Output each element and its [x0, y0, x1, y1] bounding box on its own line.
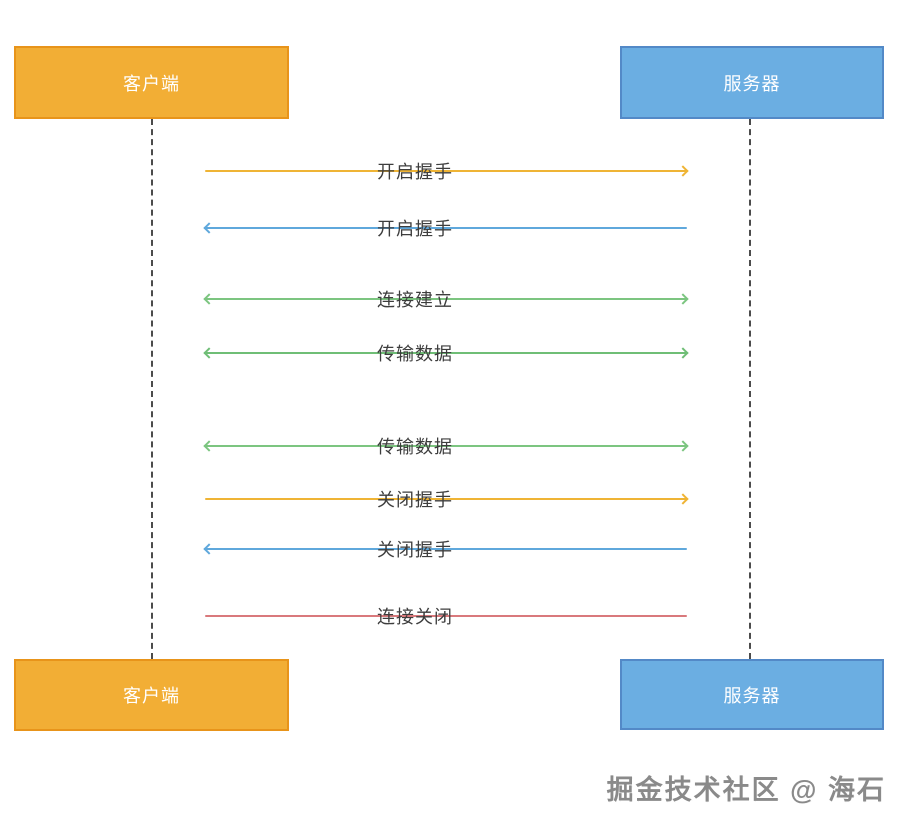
actor-server-bottom: 服务器: [620, 659, 884, 730]
arrow-line: [205, 445, 687, 447]
message-label: 传输数据: [377, 344, 453, 364]
message-label: 关闭握手: [377, 540, 453, 560]
message-data-transfer-2: 传输数据: [203, 434, 689, 458]
arrow-line: [205, 352, 687, 354]
message-open-handshake-request: 开启握手: [204, 159, 689, 183]
message-label: 连接建立: [377, 290, 453, 310]
message-label: 传输数据: [377, 437, 453, 457]
actor-client-bottom-label: 客户端: [123, 686, 180, 706]
actor-client-bottom: 客户端: [14, 659, 289, 731]
actor-server-bottom-label: 服务器: [723, 685, 781, 706]
arrowhead-right-icon: [677, 493, 689, 505]
arrow-line: [205, 615, 687, 617]
actor-server-top: 服务器: [620, 46, 884, 119]
message-data-transfer-1: 传输数据: [203, 341, 689, 365]
arrowhead-left-icon: [203, 293, 215, 305]
arrowhead-right-icon: [677, 440, 689, 452]
arrow-line: [205, 227, 687, 229]
arrowhead-left-icon: [203, 222, 215, 234]
message-label: 连接关闭: [377, 607, 453, 627]
actor-client-top-label: 客户端: [123, 73, 180, 94]
arrowhead-left-icon: [203, 543, 215, 555]
arrowhead-left-icon: [203, 347, 215, 359]
message-label: 开启握手: [377, 162, 453, 182]
actor-client-top: 客户端: [14, 46, 289, 119]
message-connection-closed: 连接关闭: [204, 604, 688, 628]
arrowhead-right-icon: [677, 347, 689, 359]
arrow-line: [205, 298, 687, 300]
arrow-line: [205, 498, 687, 500]
arrowhead-right-icon: [677, 293, 689, 305]
message-label: 开启握手: [377, 219, 453, 239]
watermark: 掘金技术社区 @ 海石: [606, 775, 886, 805]
arrowhead-right-icon: [677, 165, 689, 177]
arrow-line: [205, 548, 687, 550]
message-connection-established: 连接建立: [203, 287, 689, 311]
lifeline-server: [749, 119, 751, 659]
message-close-handshake-response: 关闭握手: [203, 537, 688, 561]
arrow-line: [205, 170, 687, 172]
message-open-handshake-response: 开启握手: [203, 216, 688, 240]
message-close-handshake-request: 关闭握手: [204, 487, 689, 511]
message-label: 关闭握手: [377, 490, 453, 510]
actor-server-top-label: 服务器: [723, 73, 781, 94]
arrowhead-left-icon: [203, 440, 215, 452]
lifeline-client: [151, 119, 153, 659]
